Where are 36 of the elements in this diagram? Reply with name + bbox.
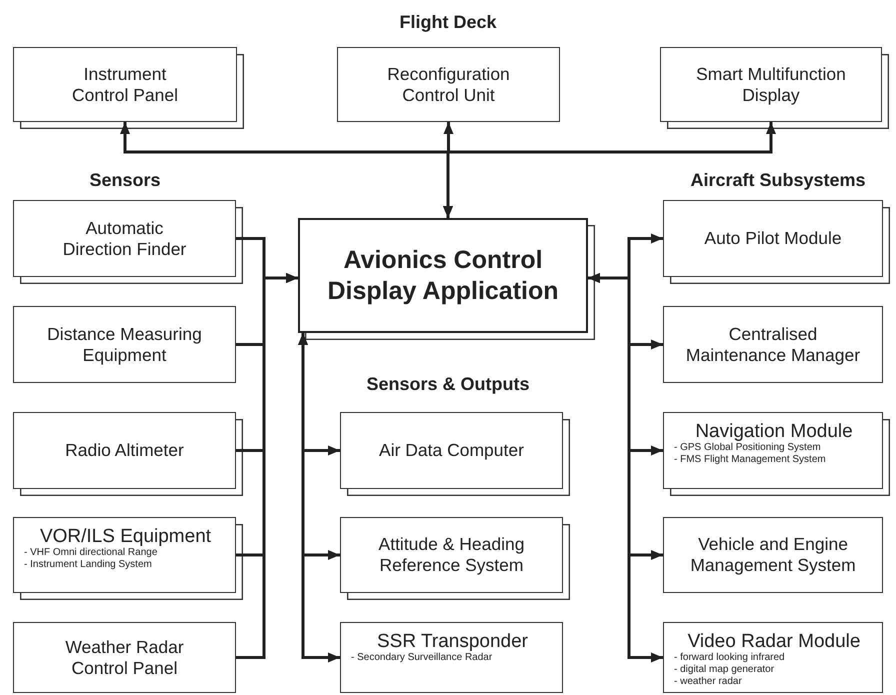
bullet-note: - weather radar [674,676,742,688]
group-heading: Aircraft Subsystems [690,170,866,191]
bullet-note: - Secondary Surveillance Radar [351,652,492,664]
component-box [337,47,560,122]
component-box [663,517,883,593]
bullet-note: - forward looking infrared [674,652,785,664]
component-box [663,306,883,383]
group-heading: Sensors & Outputs [366,374,530,395]
component-box [663,622,883,693]
box-label: Distance Measuring Equipment [46,324,203,366]
box-label: Vehicle and Engine Management System [689,534,857,576]
box-label: Centralised Maintenance Manager [684,324,862,366]
box-label: Air Data Computer [379,440,524,461]
bullet-note: - GPS Global Positioning System [674,442,821,454]
group-heading: Flight Deck [400,12,496,33]
group-heading: Sensors [89,170,161,191]
box-label: Smart Multifunction Display [695,64,847,106]
component-box [13,622,236,693]
component-box [13,306,236,383]
bullet-note: - FMS Flight Management System [674,454,826,466]
box-label: Reconfiguration Control Unit [386,64,511,106]
box-label: Auto Pilot Module [704,228,842,249]
box-label: Attitude & Heading Reference System [378,534,526,576]
box-label: VOR/ILS Equipment [38,526,212,547]
box-label: Video Radar Module [686,631,862,652]
box-label: SSR Transponder [376,631,530,652]
box-label: Automatic Direction Finder [62,218,188,260]
component-box [340,622,563,693]
box-label: Weather Radar Control Panel [64,636,185,678]
bullet-note: - Instrument Landing System [24,559,152,571]
box-label: Navigation Module [694,421,854,442]
box-label: Instrument Control Panel [70,64,180,106]
box-label: Radio Altimeter [65,440,184,461]
bullet-note: - digital map generator [674,664,774,676]
bullet-note: - VHF Omni directional Range [24,547,158,559]
box-label: Avionics Control Display Application [326,244,560,306]
